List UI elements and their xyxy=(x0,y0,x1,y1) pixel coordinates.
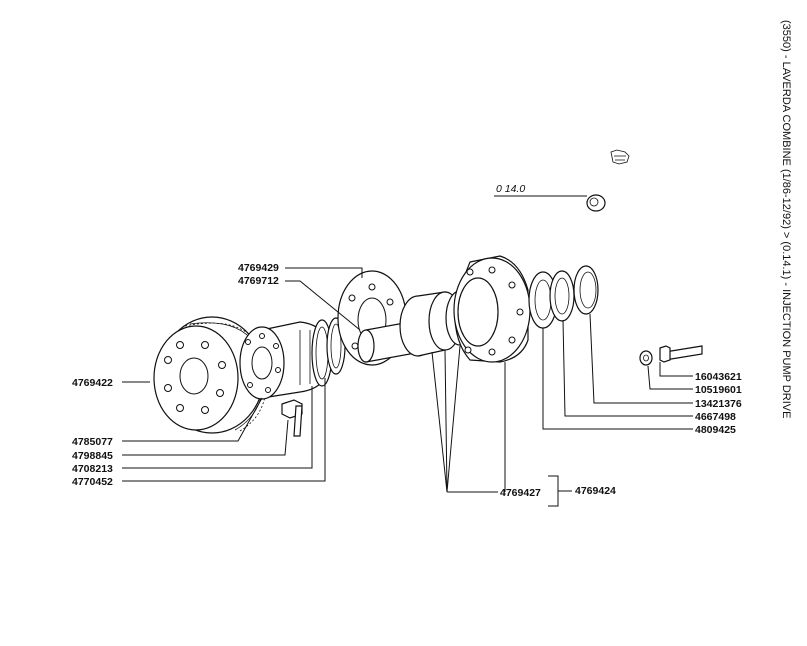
leader-lines xyxy=(122,267,693,507)
housing-icon xyxy=(453,255,531,363)
part-label-4809425: 4809425 xyxy=(695,424,736,436)
part-label-4770452: 4770452 xyxy=(72,476,113,488)
part-label-4769424: 4769424 xyxy=(575,485,616,497)
snap-ring-icon xyxy=(311,317,346,387)
part-label-16043621: 16043621 xyxy=(695,371,742,383)
top-fitting-icon xyxy=(610,149,630,165)
part-label-10519601: 10519601 xyxy=(695,384,742,396)
small-washer-icon xyxy=(586,194,606,212)
part-label-4769712: 4769712 xyxy=(238,275,279,287)
reference-label: 0 14.0 xyxy=(496,183,525,195)
sleeve-icon xyxy=(357,321,411,363)
bolt-icon xyxy=(281,399,303,437)
screw-icon xyxy=(659,345,703,363)
gear-icon xyxy=(153,316,268,434)
diagram-title: (3550) - LAVERDA COMBINE (1/86-12/92) > … xyxy=(780,20,792,418)
seal-ring-icon xyxy=(528,265,599,329)
part-label-13421376: 13421376 xyxy=(695,398,742,410)
part-label-4667498: 4667498 xyxy=(695,411,736,423)
part-label-4769422: 4769422 xyxy=(72,377,113,389)
part-label-4798845: 4798845 xyxy=(72,450,113,462)
part-label-4769429: 4769429 xyxy=(238,262,279,274)
washer-icon xyxy=(639,350,653,366)
part-label-4708213: 4708213 xyxy=(72,463,113,475)
part-label-4785077: 4785077 xyxy=(72,436,113,448)
part-label-4769427: 4769427 xyxy=(500,487,541,499)
